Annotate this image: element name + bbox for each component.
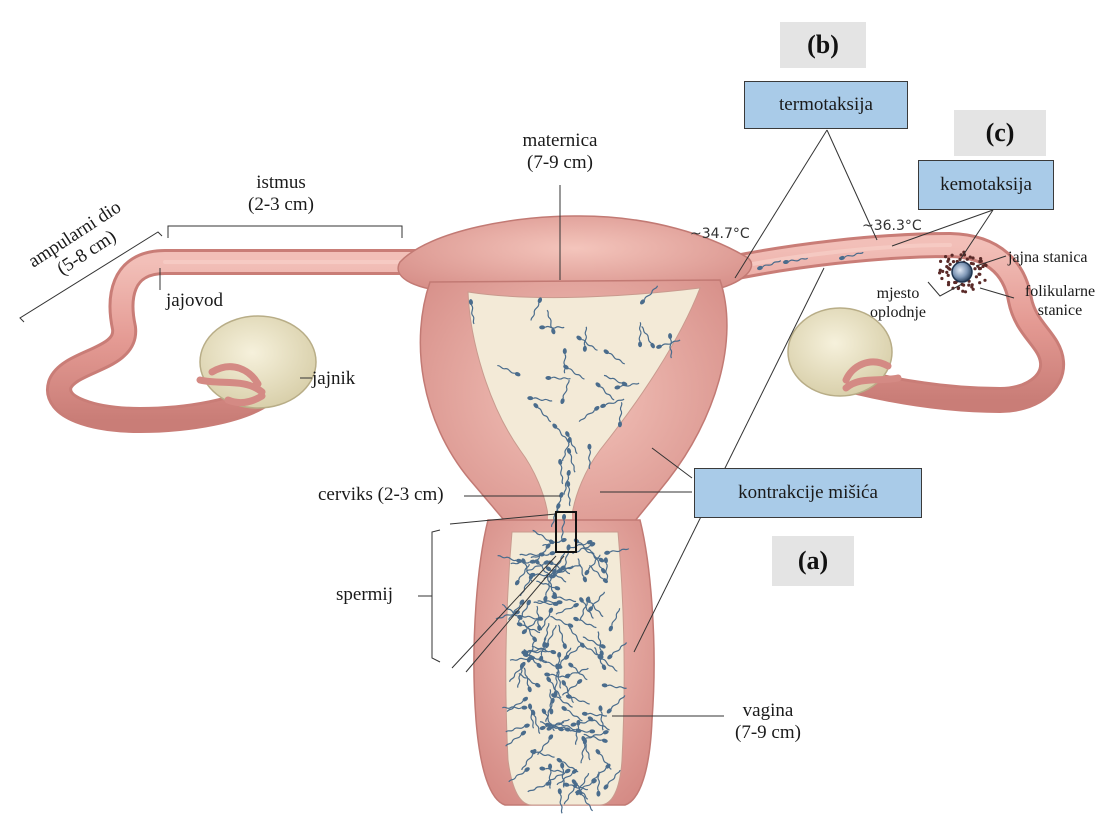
cerviks-label: cerviks (2-3 cm): [318, 484, 444, 506]
follicular-cell: [951, 254, 954, 257]
maternica-label-title: maternica: [500, 130, 620, 152]
follicular-cell: [948, 268, 951, 271]
follicular-cell: [973, 267, 976, 270]
tag-a: (a): [772, 536, 854, 586]
follicular-cell: [938, 271, 941, 274]
follicular-cell: [975, 275, 978, 278]
follicular-cell: [946, 260, 949, 263]
follicular-cell: [939, 269, 942, 272]
follicular-cell: [961, 290, 964, 293]
follicular-cell: [978, 281, 981, 284]
follicular-cell: [971, 283, 974, 286]
follicular-cell: [971, 256, 974, 259]
follicular-cell: [947, 274, 950, 277]
follicular-cell: [966, 258, 969, 261]
mjesto-oplodnje-line2: oplodnje: [860, 303, 936, 322]
folikularne-label: folikularne stanice: [1010, 282, 1110, 320]
follicular-cell: [964, 290, 967, 293]
follicular-cell: [952, 260, 955, 263]
follicular-cell: [945, 265, 948, 268]
temperature-left: ~34.7°C: [690, 226, 750, 242]
jajovod-label: jajovod: [166, 290, 223, 312]
egg-cell: [952, 262, 972, 282]
left-ovary: [200, 316, 316, 408]
follicular-cell: [967, 284, 970, 287]
follicular-cell: [983, 279, 986, 282]
kontrakcije-box: kontrakcije mišića: [694, 468, 922, 518]
follicular-cell: [939, 260, 942, 263]
maternica-label: maternica (7-9 cm): [500, 130, 620, 174]
termotaksija-box: termotaksija: [744, 81, 908, 129]
follicular-cell: [969, 256, 972, 259]
follicular-cell: [984, 264, 987, 267]
tag-c: (c): [954, 110, 1046, 156]
follicular-cell: [979, 257, 982, 260]
follicular-cell: [944, 255, 947, 258]
folikularne-label-line2: stanice: [1010, 301, 1110, 320]
jajnik-label: jajnik: [312, 368, 355, 390]
follicular-cell: [979, 267, 982, 270]
mjesto-oplodnje-line1: mjesto: [860, 284, 936, 303]
maternica-label-size: (7-9 cm): [500, 152, 620, 174]
folikularne-label-line1: folikularne: [1010, 282, 1110, 301]
follicular-cell: [940, 277, 943, 280]
follicular-cell: [978, 273, 981, 276]
temperature-right: ~36.3°C: [862, 218, 922, 234]
spermij-label: spermij: [336, 584, 393, 606]
follicular-cell: [949, 263, 952, 266]
istmus-label-size: (2-3 cm): [236, 194, 326, 216]
follicular-cell: [945, 271, 948, 274]
vagina-label-size: (7-9 cm): [718, 722, 818, 744]
istmus-label-title: istmus: [236, 172, 326, 194]
vagina-label: vagina (7-9 cm): [718, 700, 818, 744]
vagina-label-title: vagina: [718, 700, 818, 722]
istmus-label: istmus (2-3 cm): [236, 172, 326, 216]
kemotaksija-box: kemotaksija: [918, 160, 1054, 210]
mjesto-oplodnje-label: mjesto oplodnje: [860, 284, 936, 322]
follicular-cell: [972, 262, 975, 265]
follicular-cell: [957, 287, 960, 290]
tag-b: (b): [780, 22, 866, 68]
follicular-cell: [947, 283, 950, 286]
jajna-stanica-label: jajna stanica: [1008, 248, 1088, 267]
